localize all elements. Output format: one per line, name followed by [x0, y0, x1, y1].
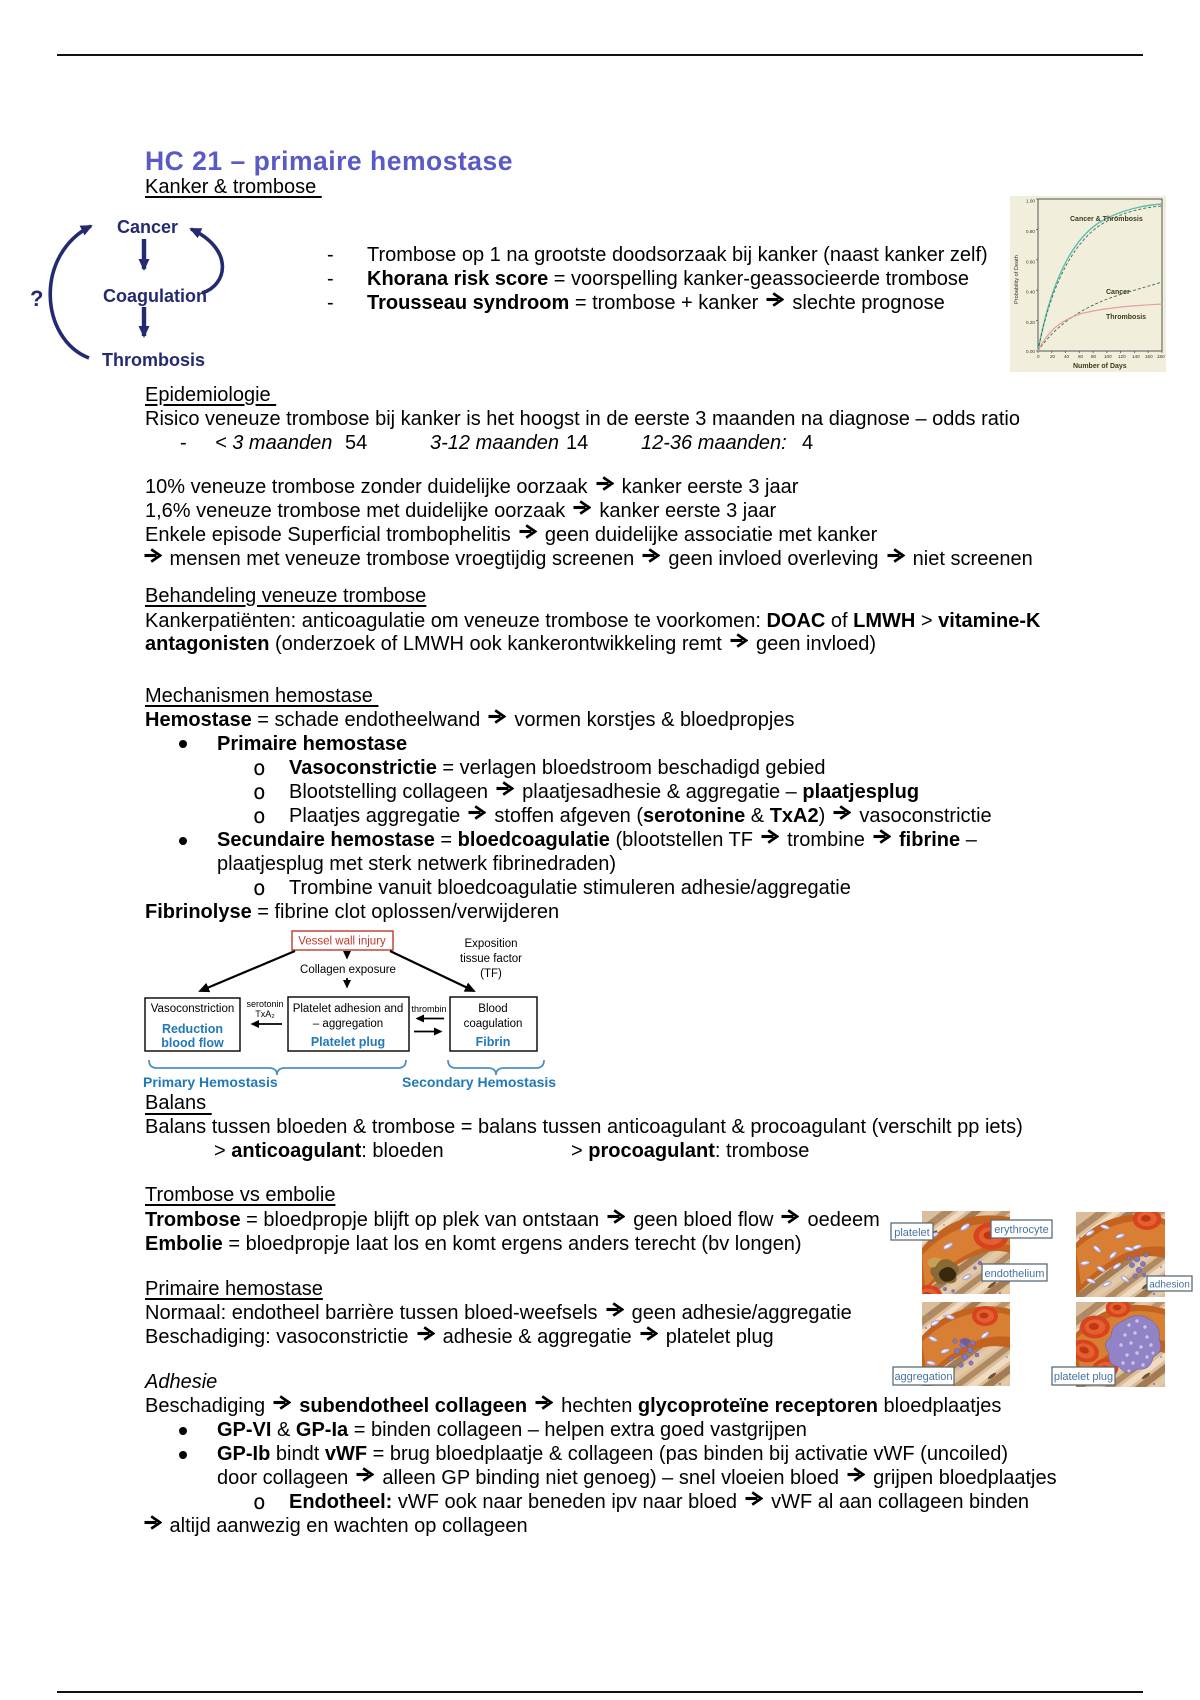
svg-text:1.00: 1.00 [1026, 199, 1035, 204]
svg-text:Collagen exposure: Collagen exposure [300, 964, 396, 976]
svg-text:Cancer: Cancer [117, 217, 178, 237]
svg-text:platelet: platelet [894, 1227, 929, 1239]
svg-text:Coagulation: Coagulation [103, 286, 207, 306]
svg-text:60: 60 [1078, 354, 1084, 359]
svg-text:80: 80 [1091, 354, 1097, 359]
svg-text:tissue factor: tissue factor [460, 953, 522, 965]
svg-text:Cancer & Thrombosis: Cancer & Thrombosis [1070, 216, 1143, 223]
svg-text:0.40: 0.40 [1026, 290, 1035, 295]
svg-text:Exposition: Exposition [464, 938, 517, 950]
svg-text:Secondary Hemostasis: Secondary Hemostasis [402, 1074, 556, 1090]
svg-text:coagulation: coagulation [464, 1018, 523, 1030]
svg-text:20: 20 [1050, 354, 1056, 359]
svg-text:Blood: Blood [478, 1003, 507, 1015]
svg-text:0.20: 0.20 [1026, 320, 1035, 325]
svg-text:Probability of Death: Probability of Death [1014, 255, 1020, 304]
svg-text:endothelium: endothelium [985, 1268, 1045, 1280]
svg-text:aggregation: aggregation [894, 1371, 952, 1383]
svg-text:serotonin: serotonin [246, 999, 283, 1009]
svg-text:Vasoconstriction: Vasoconstriction [151, 1003, 235, 1015]
svg-text:180: 180 [1157, 354, 1165, 359]
svg-text:– aggregation: – aggregation [313, 1018, 383, 1030]
svg-text:100: 100 [1104, 354, 1112, 359]
svg-text:Cancer: Cancer [1106, 289, 1130, 296]
svg-text:160: 160 [1145, 354, 1153, 359]
svg-text:120: 120 [1118, 354, 1126, 359]
svg-text:?: ? [30, 286, 43, 311]
svg-text:Thrombosis: Thrombosis [1106, 314, 1146, 321]
svg-text:blood flow: blood flow [161, 1036, 224, 1050]
svg-text:Number of Days: Number of Days [1073, 363, 1127, 370]
svg-text:adhesion: adhesion [1149, 1280, 1190, 1291]
svg-text:Thrombosis: Thrombosis [102, 350, 205, 370]
svg-text:40: 40 [1064, 354, 1070, 359]
svg-text:(TF): (TF) [480, 968, 502, 980]
svg-text:erythrocyte: erythrocyte [994, 1224, 1048, 1236]
svg-text:0.00: 0.00 [1026, 349, 1035, 354]
svg-text:TxA₂: TxA₂ [255, 1009, 275, 1019]
svg-text:thrombin: thrombin [411, 1004, 446, 1014]
svg-text:Reduction: Reduction [162, 1022, 223, 1036]
svg-text:Platelet adhesion and: Platelet adhesion and [293, 1003, 404, 1015]
svg-text:0.60: 0.60 [1026, 259, 1035, 264]
svg-text:platelet plug: platelet plug [1054, 1371, 1113, 1383]
svg-text:0.80: 0.80 [1026, 229, 1035, 234]
svg-text:Vessel wall injury: Vessel wall injury [298, 936, 386, 948]
svg-text:Platelet plug: Platelet plug [311, 1035, 385, 1049]
svg-text:140: 140 [1132, 354, 1140, 359]
svg-text:Fibrin: Fibrin [476, 1035, 511, 1049]
svg-text:Primary Hemostasis: Primary Hemostasis [143, 1074, 278, 1090]
svg-text:0: 0 [1037, 354, 1040, 359]
